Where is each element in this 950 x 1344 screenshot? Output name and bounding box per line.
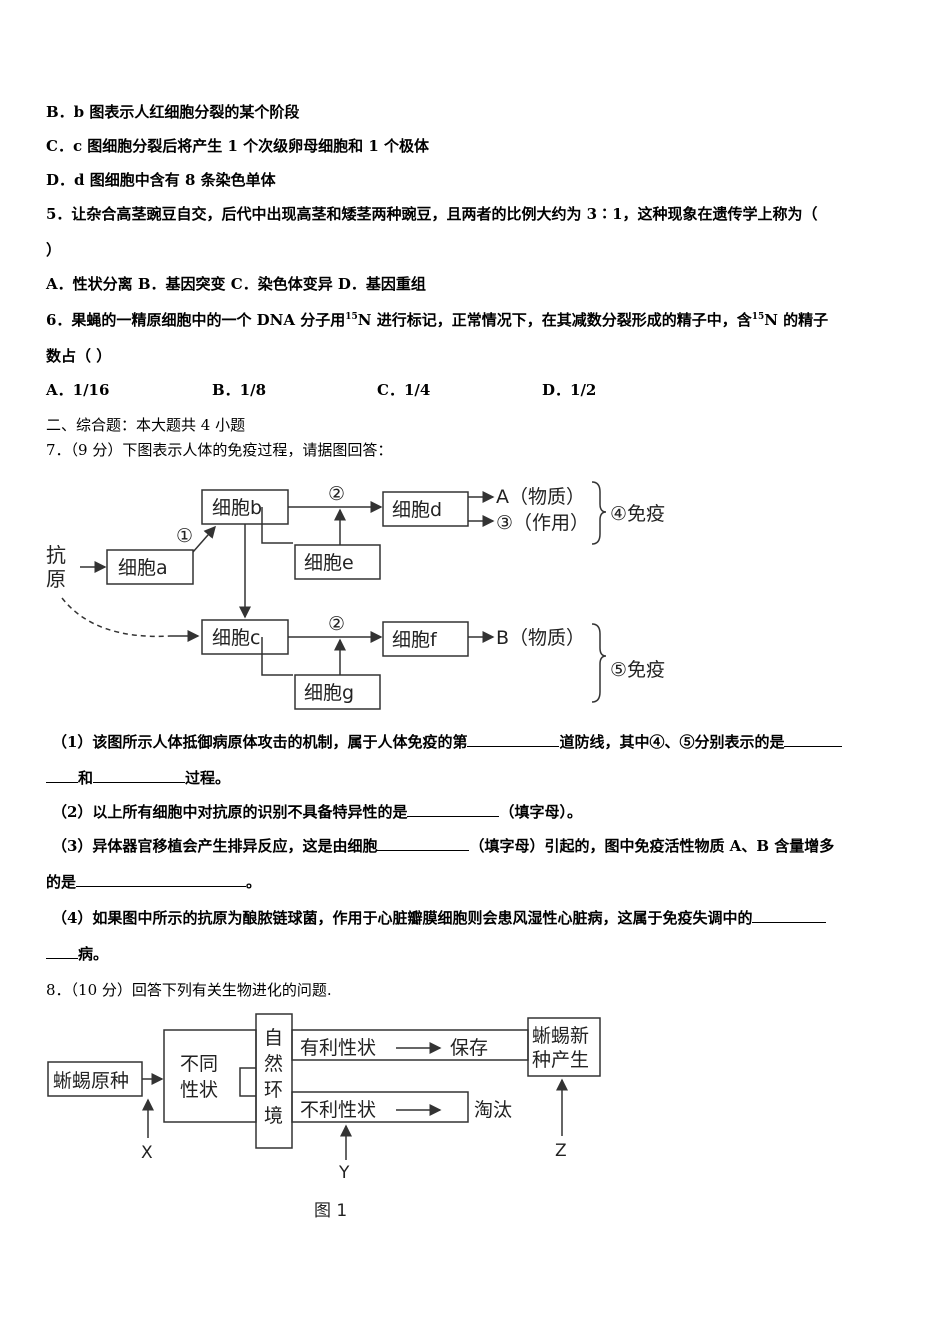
q7-part3-d: 。 — [246, 873, 262, 891]
q7-part1-a: （1）该图所示人体抵御病原体攻击的机制，属于人体免疫的第 — [52, 733, 468, 751]
step-2-label: ② — [328, 483, 345, 505]
substance-b-label: B（物质） — [496, 627, 585, 649]
traits-label-1: 不同 — [180, 1053, 218, 1075]
answer-blank[interactable] — [93, 768, 186, 783]
answer-blank[interactable] — [752, 908, 827, 923]
q6-stem-b: N 进行标记，正常情况下，在其减数分裂形成的精子中，含 — [357, 311, 752, 329]
q6-stem: 6．果蝇的一精原细胞中的一个 DNA 分子用15N 进行标记，正常情况下，在其减… — [46, 310, 828, 330]
q4-option-c: C．c 图细胞分裂后将产生 1 个次级卵母细胞和 1 个极体 — [46, 137, 430, 155]
cell-c2-label: 细胞c — [212, 627, 260, 649]
q6-stem-line2: 数占（ ） — [46, 347, 112, 365]
q6-stem-c: N 的精子 — [764, 311, 829, 329]
q7-part4-b: 病。 — [78, 945, 109, 963]
new-species-box — [527, 1017, 601, 1077]
q7-part4-cont: 病。 — [46, 944, 108, 964]
eliminate-label: 淘汰 — [474, 1099, 512, 1121]
cell-g-box — [294, 674, 381, 710]
new-species-label-1: 蜥蜴新 — [532, 1025, 589, 1047]
q7-part1-b: 道防线，其中④、⑤分别表示的是 — [559, 733, 785, 751]
q7-stem: 7．（9 分）下图表示人体的免疫过程，请据图回答： — [46, 441, 393, 459]
q7-part3-cont: 的是 。 — [46, 872, 261, 892]
cell-g-label: 细胞g — [304, 682, 354, 704]
q4-option-d: D．d 图细胞中含有 8 条染色单体 — [46, 171, 276, 189]
q7-part3-b: （填字母）引起的，图中免疫活性物质 A、B 含量增多 — [469, 837, 835, 855]
unfavorable-box — [291, 1091, 469, 1123]
antigen-label-1: 抗 — [46, 543, 66, 567]
q5-options: A．性状分离 B．基因突变 C．染色体变异 D．基因重组 — [46, 275, 426, 293]
env-label-2: 然 — [264, 1053, 283, 1075]
traits-box — [163, 1029, 257, 1123]
cell-a-box — [106, 549, 194, 585]
origin-label: 蜥蜴原种 — [53, 1070, 129, 1092]
antigen-label-2: 原 — [46, 567, 66, 591]
q5-stem: 5．让杂合高茎豌豆自交，后代中出现高茎和矮茎两种豌豆，且两者的比例大约为 3∶1… — [46, 205, 818, 223]
q6-option-a: A．1/16 — [46, 381, 110, 399]
cell-f-box — [382, 621, 469, 657]
q7-part4: （4）如果图中所示的抗原为酿脓链球菌，作用于心脏瓣膜细胞则会患风湿性心脏病，这属… — [52, 908, 827, 928]
new-species-label-2: 种产生 — [532, 1049, 589, 1071]
q7-part1-c: 和 — [78, 769, 94, 787]
q7-part2-b: （填字母）。 — [499, 803, 582, 821]
answer-blank[interactable] — [377, 836, 470, 851]
cell-e-box — [294, 544, 381, 580]
answer-blank[interactable] — [784, 732, 843, 747]
q5-stem-end: ） — [46, 241, 62, 259]
traits-label-2: 性状 — [180, 1079, 218, 1101]
q6-stem-a: 6．果蝇的一精原细胞中的一个 DNA 分子用 — [46, 311, 346, 329]
immunity-5-label: ⑤免疫 — [610, 659, 665, 681]
answer-blank[interactable] — [76, 872, 247, 887]
figure-caption: 图 1 — [314, 1201, 347, 1221]
q7-part1-cont: 和 过程。 — [46, 768, 230, 788]
env-label-4: 境 — [264, 1105, 283, 1127]
q7-part2: （2）以上所有细胞中对抗原的识别不具备特异性的是 （填字母）。 — [52, 802, 582, 822]
favorable-label: 有利性状 — [300, 1037, 376, 1059]
q6-option-d: D．1/2 — [542, 381, 597, 399]
q6-sup1: 15 — [345, 312, 358, 322]
cell-d-box — [382, 491, 469, 527]
section-heading: 二、综合题：本大题共 4 小题 — [46, 416, 246, 434]
q6-option-c: C．1/4 — [377, 381, 431, 399]
q7-part4-a: （4）如果图中所示的抗原为酿脓链球菌，作用于心脏瓣膜细胞则会患风湿性心脏病，这属… — [52, 909, 753, 927]
q4-option-b: B．b 图表示人红细胞分裂的某个阶段 — [46, 103, 300, 121]
cell-b-label: 细胞b — [212, 497, 262, 519]
cell-a-label: 细胞a — [118, 557, 168, 579]
answer-blank[interactable] — [46, 944, 78, 959]
substance-a-label: A（物质） — [496, 486, 585, 508]
cell-f-label: 细胞f — [392, 629, 438, 651]
answer-blank[interactable] — [467, 732, 560, 747]
x-label: X — [141, 1143, 153, 1163]
step-1-label: ① — [176, 525, 193, 547]
q7-part3-c: 的是 — [46, 873, 77, 891]
q7-part3-a: （3）异体器官移植会产生排异反应，这是由细胞 — [52, 837, 378, 855]
z-label: Z — [555, 1141, 567, 1161]
answer-blank[interactable] — [407, 802, 500, 817]
q7-part1: （1）该图所示人体抵御病原体攻击的机制，属于人体免疫的第 道防线，其中④、⑤分别表… — [52, 732, 843, 752]
cell-d-label: 细胞d — [392, 499, 442, 521]
unfavorable-label: 不利性状 — [300, 1099, 376, 1121]
q7-part3: （3）异体器官移植会产生排异反应，这是由细胞 （填字母）引起的，图中免疫活性物质 … — [52, 836, 834, 856]
environment-box — [255, 1013, 293, 1149]
step-2b-label: ② — [328, 613, 345, 635]
answer-blank[interactable] — [46, 768, 78, 783]
q6-option-b: B．1/8 — [212, 381, 267, 399]
immunity-4-label: ④免疫 — [610, 503, 665, 525]
env-label-3: 环 — [264, 1079, 283, 1101]
q8-stem: 8．（10 分）回答下列有关生物进化的问题. — [46, 981, 332, 999]
q7-part1-d: 过程。 — [185, 769, 231, 787]
y-label: Y — [338, 1163, 350, 1183]
keep-label: 保存 — [450, 1037, 488, 1059]
env-label-1: 自 — [264, 1027, 283, 1049]
action-3-label: ③（作用） — [496, 512, 589, 534]
q7-part2-a: （2）以上所有细胞中对抗原的识别不具备特异性的是 — [52, 803, 408, 821]
q6-sup2: 15 — [751, 312, 765, 322]
cell-e-label: 细胞e — [304, 552, 354, 574]
